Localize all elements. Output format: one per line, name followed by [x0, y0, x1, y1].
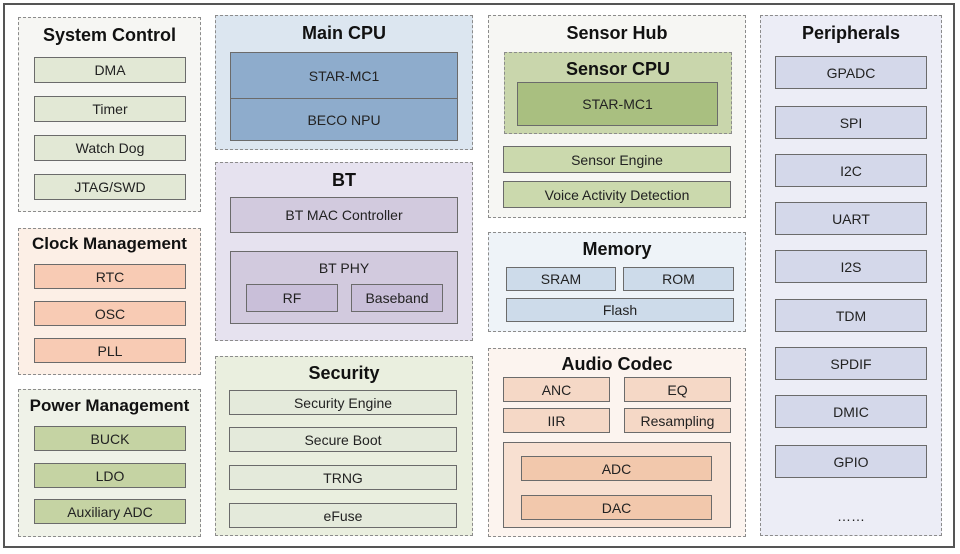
block-uart: UART	[775, 202, 927, 235]
memory-title: Memory	[582, 239, 652, 259]
clock-management-group: Clock Management RTC OSC PLL	[18, 228, 201, 375]
audio-converter-container: ADC DAC	[503, 442, 731, 528]
system-control-title: System Control	[42, 25, 177, 45]
clock-management-title: Clock Management	[32, 234, 187, 253]
memory-group: Memory SRAM ROM Flash	[488, 232, 746, 332]
sensor-cpu-title: Sensor CPU	[565, 59, 671, 79]
block-eq: EQ	[624, 377, 731, 402]
block-auxiliary-adc: Auxiliary ADC	[34, 499, 186, 524]
block-gpio: GPIO	[775, 445, 927, 478]
power-management-group: Power Management BUCK LDO Auxiliary ADC	[18, 389, 201, 537]
sensor-hub-group: Sensor Hub Sensor CPU STAR-MC1 Sensor En…	[488, 15, 746, 218]
main-cpu-group: Main CPU STAR-MC1 BECO NPU	[215, 15, 473, 150]
block-flash: Flash	[506, 298, 734, 322]
audio-codec-group: Audio Codec ANC EQ IIR Resampling ADC DA…	[488, 348, 746, 537]
audio-codec-title: Audio Codec	[561, 354, 673, 374]
block-tdm: TDM	[775, 299, 927, 332]
block-efuse: eFuse	[229, 503, 457, 528]
sensor-cpu-group: Sensor CPU STAR-MC1	[504, 52, 732, 134]
block-sensor-star-mc1: STAR-MC1	[517, 82, 718, 126]
more-peripherals-ellipsis: ……	[837, 508, 865, 524]
power-management-title: Power Management	[29, 396, 190, 415]
block-secure-boot: Secure Boot	[229, 427, 457, 452]
block-dmic: DMIC	[775, 395, 927, 428]
block-sensor-engine: Sensor Engine	[503, 146, 731, 173]
peripherals-group: Peripherals GPADC SPI I2C UART I2S TDM SPDIF DM…	[760, 15, 942, 536]
bt-title: BT	[332, 170, 356, 190]
block-adc: ADC	[521, 456, 712, 481]
block-jtag-swd: JTAG/SWD	[34, 174, 186, 200]
bt-phy-title: BT PHY	[318, 260, 370, 276]
block-ldo: LDO	[34, 463, 186, 488]
block-timer: Timer	[34, 96, 186, 122]
block-dma: DMA	[34, 57, 186, 83]
block-anc: ANC	[503, 377, 610, 402]
block-gpadc: GPADC	[775, 56, 927, 89]
block-voice-activity-detection: Voice Activity Detection	[503, 181, 731, 208]
block-spdif: SPDIF	[775, 347, 927, 380]
block-dac: DAC	[521, 495, 712, 520]
block-i2s: I2S	[775, 250, 927, 283]
block-rom: ROM	[623, 267, 734, 291]
sensor-hub-title: Sensor Hub	[566, 23, 668, 43]
peripherals-title: Peripherals	[801, 23, 901, 43]
block-baseband: Baseband	[351, 284, 443, 312]
main-cpu-title: Main CPU	[301, 23, 386, 43]
bt-phy-container: BT PHY RF Baseband	[230, 251, 458, 324]
bt-group: BT BT MAC Controller BT PHY RF Baseband	[215, 162, 473, 341]
block-i2c: I2C	[775, 154, 927, 187]
block-beco-npu: BECO NPU	[230, 98, 458, 141]
block-resampling: Resampling	[624, 408, 731, 433]
block-security-engine: Security Engine	[229, 390, 457, 415]
block-bt-mac-controller: BT MAC Controller	[230, 197, 458, 233]
block-sram: SRAM	[506, 267, 616, 291]
block-pll: PLL	[34, 338, 186, 363]
block-buck: BUCK	[34, 426, 186, 451]
block-rf: RF	[246, 284, 338, 312]
block-spi: SPI	[775, 106, 927, 139]
block-trng: TRNG	[229, 465, 457, 490]
system-control-group: System Control DMA Timer Watch Dog JTAG/…	[18, 17, 201, 212]
security-group: Security Security Engine Secure Boot TRN…	[215, 356, 473, 536]
block-rtc: RTC	[34, 264, 186, 289]
block-main-star-mc1: STAR-MC1	[230, 52, 458, 99]
security-title: Security	[308, 363, 380, 383]
block-watch-dog: Watch Dog	[34, 135, 186, 161]
block-osc: OSC	[34, 301, 186, 326]
block-iir: IIR	[503, 408, 610, 433]
